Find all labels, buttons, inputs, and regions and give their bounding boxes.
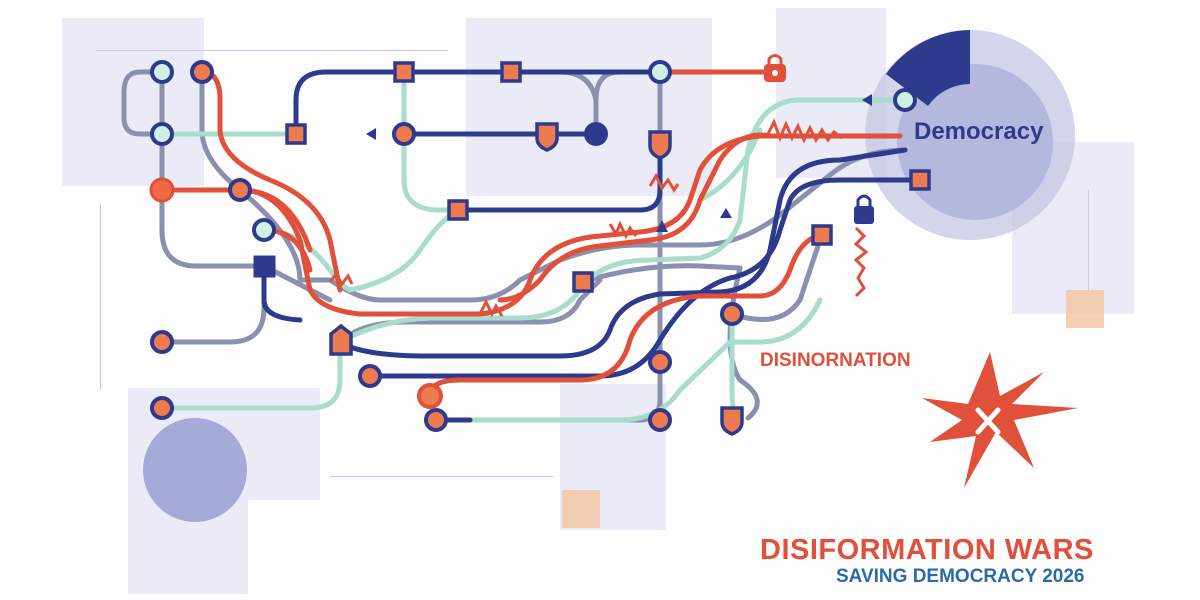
democracy-label: Democracy xyxy=(914,118,1044,145)
footer-subtitle: SAVING DEMOCRACY 2026 xyxy=(836,566,1085,587)
arrow-markers xyxy=(366,94,872,232)
accent-square xyxy=(562,490,600,528)
orange-node xyxy=(358,364,382,388)
ring-node xyxy=(893,88,917,112)
navy-node xyxy=(584,122,608,146)
accent-square xyxy=(1066,290,1104,328)
orange-node xyxy=(424,408,448,432)
square-node xyxy=(909,169,931,191)
background-panel xyxy=(466,18,712,196)
red-node xyxy=(417,383,443,409)
ring-nodes xyxy=(150,60,917,242)
square-node xyxy=(447,199,469,221)
orange-node xyxy=(150,330,174,354)
orange-node xyxy=(720,302,744,326)
square-node xyxy=(393,61,415,83)
orange-node xyxy=(648,408,672,432)
orange-node xyxy=(228,178,252,202)
shield-icon xyxy=(329,122,744,436)
red-routes xyxy=(159,69,903,399)
orange-node xyxy=(150,396,174,420)
background-panel xyxy=(62,18,204,186)
disinformation-label: DISINORNATION xyxy=(760,350,911,371)
square-node-dark xyxy=(253,255,276,278)
red-node xyxy=(149,177,175,203)
burst-x-icon xyxy=(922,352,1078,488)
orange-node xyxy=(392,122,416,146)
footer-title: DISIFORMATION WARS xyxy=(760,534,1094,566)
ring-node xyxy=(648,60,672,84)
square-node xyxy=(285,123,307,145)
ring-node xyxy=(150,60,174,84)
lock-icon xyxy=(854,194,874,224)
democracy-inner-circle xyxy=(897,64,1053,220)
ring-node xyxy=(150,122,174,146)
divider-line xyxy=(330,476,554,477)
square-nodes xyxy=(285,61,931,293)
divider-line xyxy=(96,50,448,51)
square-node xyxy=(811,224,833,246)
orange-nodes xyxy=(150,60,744,432)
bottom-left-circle xyxy=(143,418,247,522)
orange-node xyxy=(190,60,214,84)
divider-line xyxy=(100,204,101,390)
square-node xyxy=(500,61,522,83)
navy-routes xyxy=(261,69,923,423)
orange-node xyxy=(648,350,672,374)
democracy-arc-segment xyxy=(886,30,970,106)
ring-node xyxy=(252,218,276,242)
lock-icon xyxy=(764,54,786,82)
zigzag-icon xyxy=(328,118,869,318)
divider-line xyxy=(1088,190,1089,294)
square-node xyxy=(572,271,594,293)
